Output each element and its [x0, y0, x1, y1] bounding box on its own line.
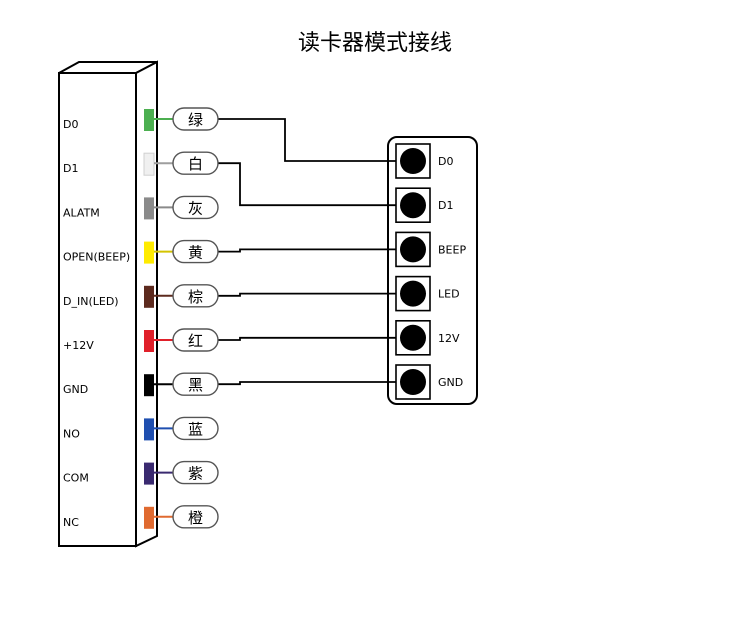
- pin-label: +12V: [63, 339, 94, 352]
- wire-color-pill: [172, 107, 219, 131]
- wire-color-tab: [144, 197, 154, 220]
- connection-line: [218, 292, 396, 297]
- terminal-screw-icon: [400, 324, 426, 351]
- wire-row: D_IN(LED) 棕: [63, 284, 219, 308]
- wire-color-label: 黄: [188, 244, 203, 262]
- terminal-label: D0: [438, 155, 453, 168]
- wire-color-pill: [172, 505, 219, 529]
- wire-color-tab: [144, 241, 154, 264]
- connection-line: [218, 162, 396, 207]
- terminal-screw-icon: [400, 148, 426, 174]
- wire-color-label: 橙: [188, 509, 203, 527]
- wire-row: NO 蓝: [63, 416, 219, 441]
- connection-line: [218, 118, 396, 162]
- wire-color-tab: [144, 285, 154, 308]
- wire-color-tab: [144, 506, 154, 529]
- wire-layer: [218, 118, 396, 386]
- terminal-label: 12V: [438, 332, 460, 345]
- diagram-title: 读卡器模式接线: [298, 31, 452, 56]
- reader-terminal: BEEP: [395, 231, 466, 268]
- pin-label: D_IN(LED): [63, 295, 119, 308]
- pin-label: COM: [63, 472, 89, 485]
- wire-row: GND 黑: [63, 372, 219, 397]
- reader-terminal: D1: [395, 187, 453, 223]
- wire-row: +12V 红: [63, 328, 219, 352]
- wire-color-tab: [144, 418, 154, 441]
- wire-color-label: 绿: [188, 111, 203, 129]
- wire-color-label: 灰: [188, 199, 203, 217]
- wire-color-pill: [172, 151, 219, 175]
- pin-layer: D0 绿 D1 白 ALATM 灰 OPEN(BEEP) 黄 D_IN(LED) 棕 +12V 红 GN…: [63, 107, 219, 529]
- wire-color-pill: [172, 372, 219, 396]
- wire-row: OPEN(BEEP) 黄: [63, 239, 219, 264]
- wire-row: D1 白: [63, 151, 219, 176]
- wire-color-label: 蓝: [188, 420, 203, 438]
- wire-color-tab: [144, 374, 154, 397]
- reader-terminal: D0: [395, 143, 453, 179]
- reader-terminal: GND: [395, 364, 463, 400]
- terminal-label: D1: [438, 199, 453, 212]
- reader-terminal: 12V: [395, 319, 460, 356]
- wire-color-pill: [172, 460, 219, 485]
- wire-color-tab: [144, 109, 154, 131]
- wire-row: ALATM 灰: [63, 195, 219, 220]
- terminal-label: BEEP: [438, 243, 466, 256]
- pin-label: D1: [63, 162, 78, 175]
- connection-line: [218, 248, 396, 253]
- wire-color-label: 黑: [188, 376, 203, 394]
- wire-row: D0 绿: [63, 107, 219, 131]
- wire-color-pill: [172, 195, 219, 220]
- connection-line: [218, 336, 396, 341]
- wire-color-label: 白: [188, 155, 203, 173]
- terminal-screw-icon: [400, 192, 426, 219]
- terminal-label: GND: [438, 376, 463, 389]
- wire-color-tab: [143, 152, 155, 176]
- terminal-screw-icon: [400, 280, 426, 307]
- wire-color-pill: [172, 416, 219, 441]
- wire-row: COM 紫: [63, 460, 219, 485]
- terminal-screw-icon: [400, 236, 426, 263]
- connection-line: [218, 381, 396, 386]
- wire-color-tab: [144, 330, 154, 352]
- pin-label: D0: [63, 118, 78, 131]
- wire-color-label: 紫: [188, 465, 203, 483]
- pin-label: GND: [63, 383, 88, 396]
- pin-label: NO: [63, 427, 80, 440]
- pin-label: OPEN(BEEP): [63, 251, 130, 264]
- pin-label: NC: [63, 516, 79, 529]
- terminal-label: LED: [438, 288, 460, 301]
- wire-color-pill: [172, 328, 219, 352]
- wire-color-pill: [172, 239, 219, 264]
- wire-color-label: 红: [188, 332, 203, 350]
- wire-color-tab: [144, 462, 154, 485]
- wire-row: NC 橙: [63, 505, 219, 529]
- pin-label: ALATM: [63, 206, 100, 219]
- wire-color-pill: [172, 284, 219, 308]
- terminal-screw-icon: [400, 369, 426, 395]
- reader-terminal: LED: [395, 275, 460, 312]
- wire-color-label: 棕: [188, 288, 203, 306]
